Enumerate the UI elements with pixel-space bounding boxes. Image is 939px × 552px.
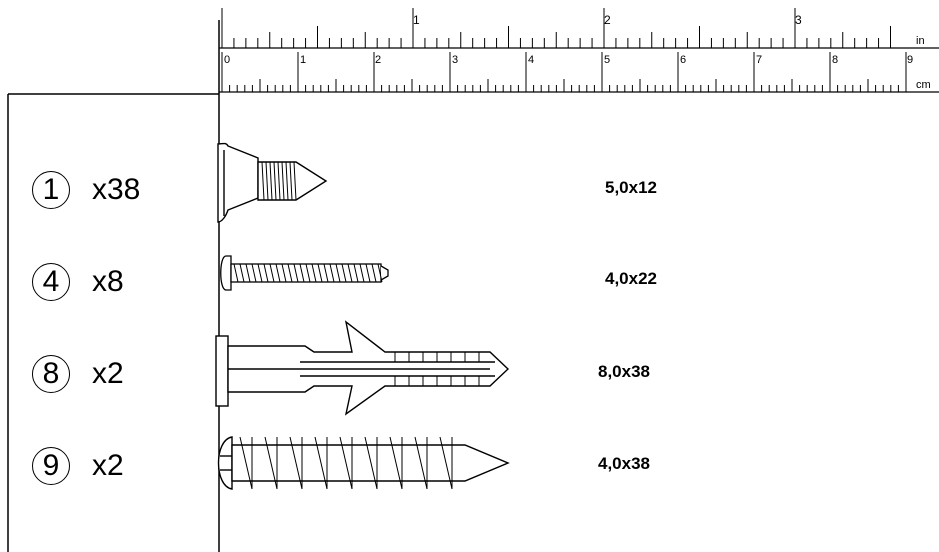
wood-screw-drawing bbox=[217, 436, 510, 490]
cm-ticks bbox=[221, 52, 907, 92]
thread-line bbox=[263, 263, 269, 283]
thread-line bbox=[277, 161, 281, 201]
thread-line bbox=[281, 263, 287, 283]
part-number-badge: 1 bbox=[32, 171, 70, 209]
part-quantity: x2 bbox=[92, 357, 124, 390]
thread-line bbox=[314, 436, 328, 490]
cm-label-5: 5 bbox=[604, 54, 610, 66]
thread-line bbox=[269, 263, 275, 283]
part-row-9: 9 x2 bbox=[32, 446, 124, 486]
cm-label-1: 1 bbox=[300, 54, 306, 66]
thread-line bbox=[269, 161, 273, 201]
cm-label-6: 6 bbox=[680, 54, 686, 66]
thread-line bbox=[359, 263, 365, 283]
cm-label-4: 4 bbox=[528, 54, 534, 66]
part-size-label: 8,0x38 bbox=[598, 362, 650, 381]
thread-line bbox=[261, 161, 265, 201]
thread-line bbox=[341, 263, 347, 283]
part-size-label: 4,0x22 bbox=[605, 269, 657, 288]
thread-line bbox=[251, 263, 257, 283]
thread-line bbox=[265, 161, 269, 201]
thread-line bbox=[347, 263, 353, 283]
cm-label-7: 7 bbox=[756, 54, 762, 66]
thread-line bbox=[329, 263, 335, 283]
thread-line bbox=[335, 263, 341, 283]
thread-line bbox=[305, 263, 311, 283]
thread-line bbox=[245, 263, 251, 283]
thread-line bbox=[239, 436, 253, 490]
cm-label-8: 8 bbox=[832, 54, 838, 66]
part-size-label: 5,0x12 bbox=[605, 178, 657, 197]
thread-line bbox=[389, 436, 403, 490]
thread-line bbox=[439, 436, 453, 490]
part-size-label: 4,0x38 bbox=[598, 454, 650, 473]
thread-line bbox=[293, 161, 297, 201]
thread-line bbox=[371, 263, 377, 283]
inch-label-1: 1 bbox=[413, 13, 420, 27]
thread-line bbox=[239, 263, 245, 283]
part-quantity: x38 bbox=[92, 173, 141, 206]
thread-line bbox=[311, 263, 317, 283]
thread-line bbox=[257, 263, 263, 283]
thread-line bbox=[414, 436, 428, 490]
thread-line bbox=[339, 436, 353, 490]
inch-label-3: 3 bbox=[795, 13, 802, 27]
part-quantity: x2 bbox=[92, 449, 124, 482]
wall-plug-drawing bbox=[215, 320, 510, 416]
thread-line bbox=[377, 263, 383, 283]
pan-head-screw-drawing bbox=[220, 255, 389, 291]
part-number-badge: 9 bbox=[32, 447, 70, 485]
part-row-4: 4 x8 bbox=[32, 262, 124, 302]
thread-line bbox=[365, 263, 371, 283]
part-row-8: 8 x2 bbox=[32, 354, 124, 394]
thread-line bbox=[285, 161, 289, 201]
thread-line bbox=[317, 263, 323, 283]
thread-line bbox=[287, 263, 293, 283]
inch-ticks bbox=[221, 8, 891, 48]
thread-line bbox=[233, 263, 239, 283]
part-number-badge: 4 bbox=[32, 263, 70, 301]
thread-line bbox=[293, 263, 299, 283]
part-number-badge: 8 bbox=[32, 355, 70, 393]
cm-unit: cm bbox=[916, 79, 931, 91]
thread-line bbox=[289, 436, 303, 490]
cm-label-3: 3 bbox=[452, 54, 458, 66]
thread-line bbox=[281, 161, 285, 201]
thread-line bbox=[323, 263, 329, 283]
cm-label-0: 0 bbox=[224, 54, 230, 66]
thread-line bbox=[299, 263, 305, 283]
part-quantity: x8 bbox=[92, 265, 124, 298]
part-row-1: 1 x38 bbox=[32, 170, 140, 210]
countersunk-screw-drawing bbox=[217, 142, 328, 223]
thread-line bbox=[289, 161, 293, 201]
thread-line bbox=[353, 263, 359, 283]
inch-label-2: 2 bbox=[604, 13, 611, 27]
thread-line bbox=[264, 436, 278, 490]
thread-line bbox=[273, 161, 277, 201]
cm-label-9: 9 bbox=[907, 54, 913, 66]
ruler: 1 2 3 in 0 1 2 3 4 5 6 7 8 9 cm bbox=[219, 8, 939, 93]
cm-label-2: 2 bbox=[375, 54, 381, 66]
thread-line bbox=[364, 436, 378, 490]
inch-unit: in bbox=[916, 35, 925, 47]
thread-line bbox=[275, 263, 281, 283]
